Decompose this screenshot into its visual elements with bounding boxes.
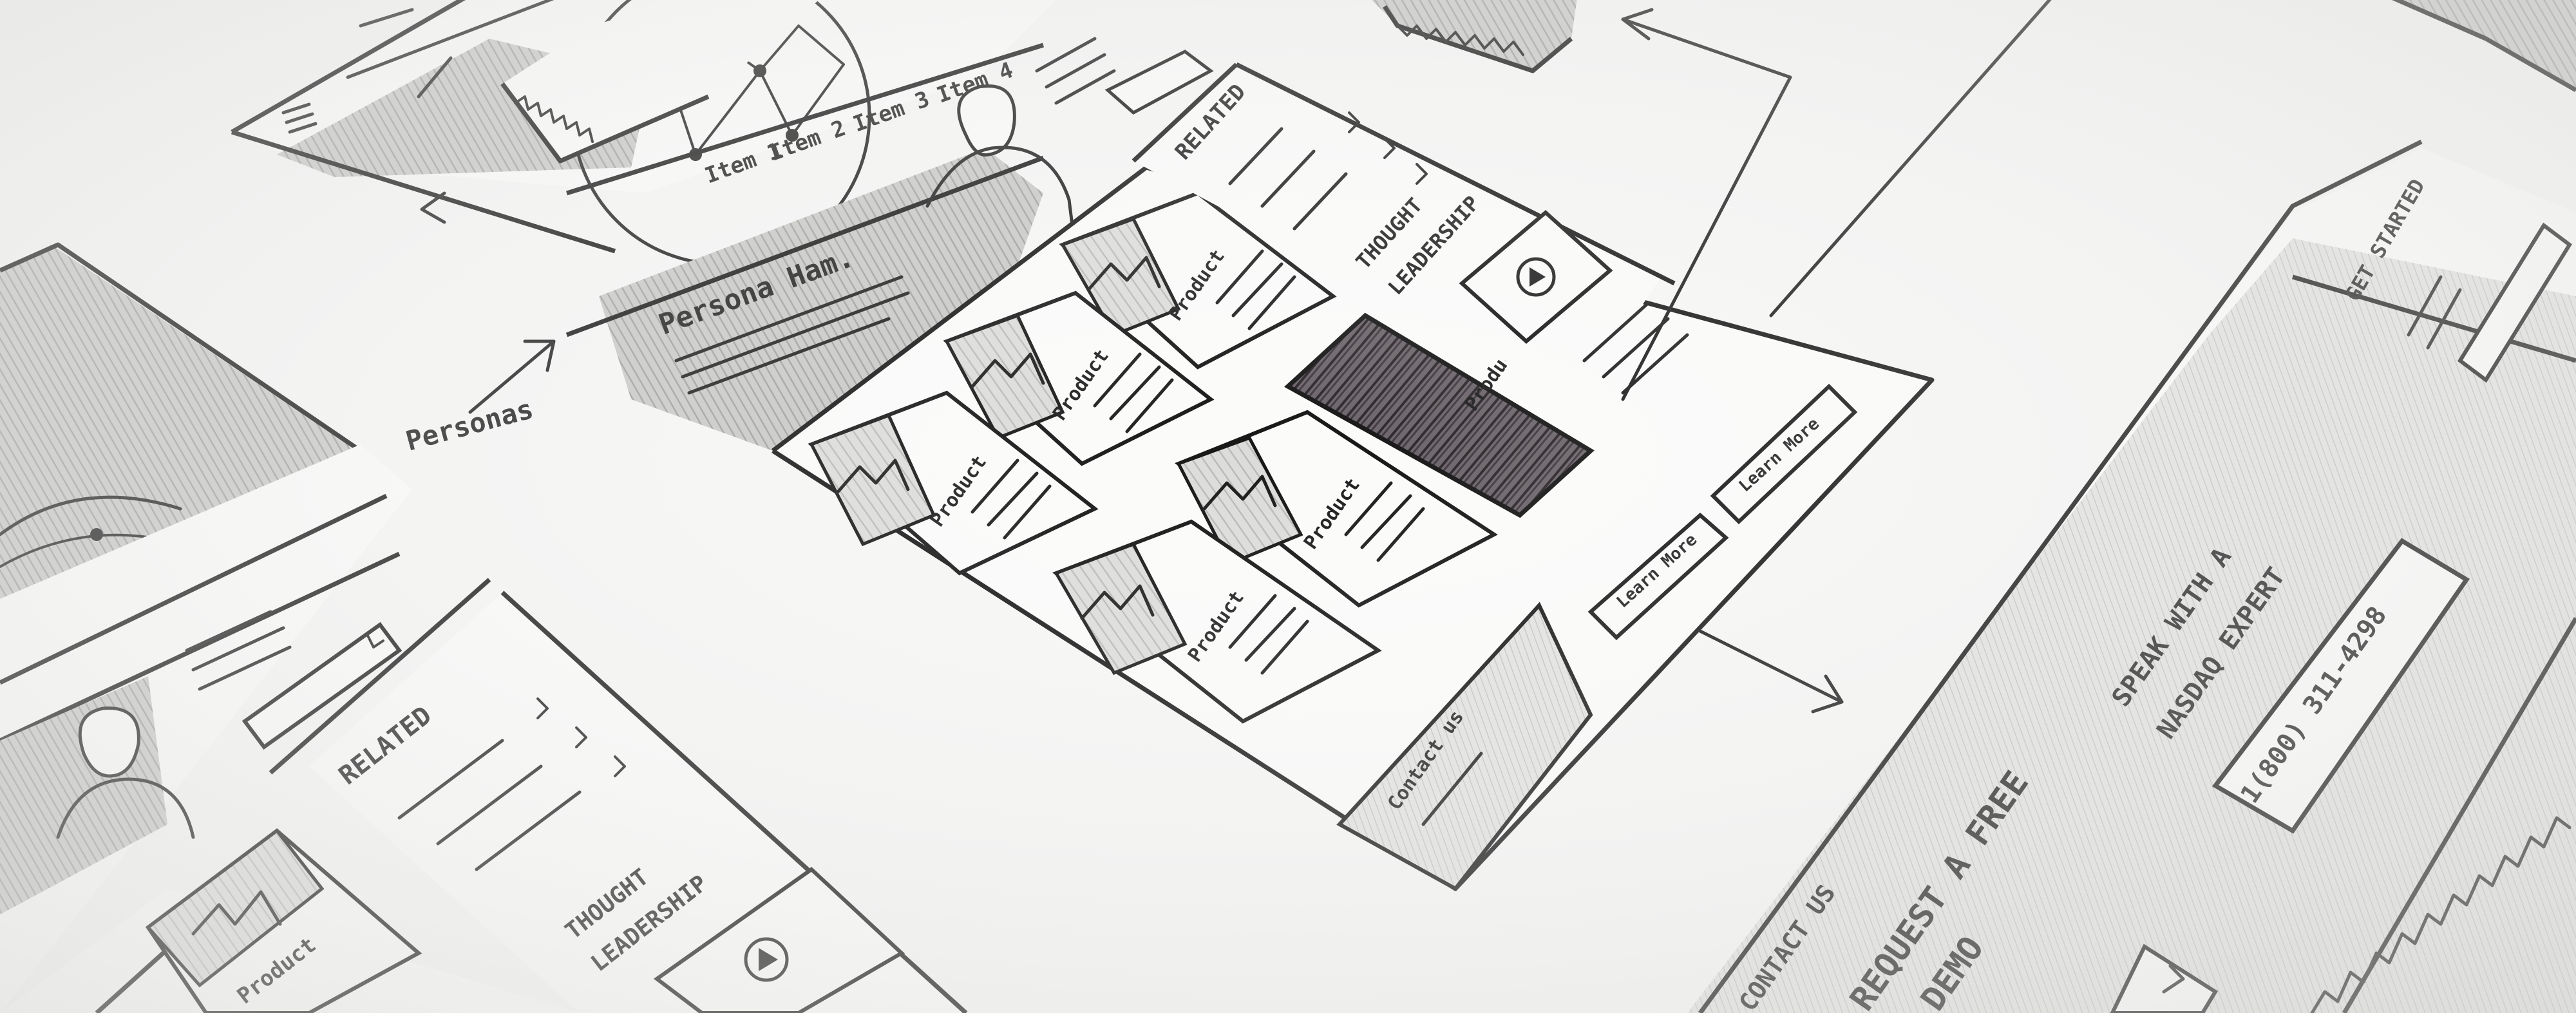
sketch-canvas: Item 1 Item 2 Item 3 Item 4 Persona Ham.…	[0, 0, 2576, 1013]
sketch-photo: Item 1 Item 2 Item 3 Item 4 Persona Ham.…	[0, 0, 2576, 1013]
